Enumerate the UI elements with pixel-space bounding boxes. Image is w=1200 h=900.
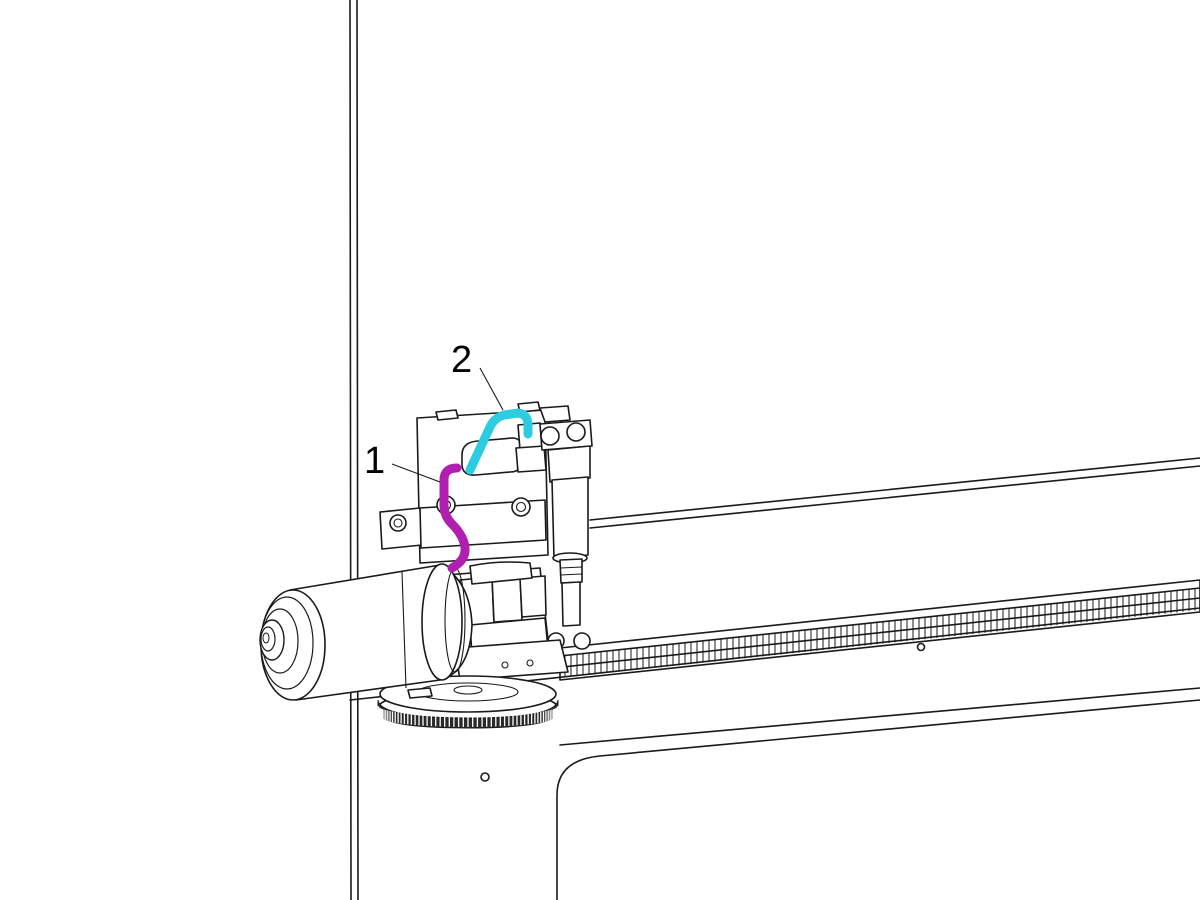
door-frame [349, 0, 359, 900]
hose-2 [465, 408, 533, 475]
pinion-gear [377, 675, 559, 729]
gearbox [444, 561, 569, 681]
callout-label-1: 1 [364, 440, 385, 482]
mounting-hole [480, 772, 490, 782]
callout-label-2: 2 [451, 339, 472, 381]
door-panel [480, 457, 1200, 900]
hose-1 [439, 463, 470, 573]
leader-line-2 [479, 367, 504, 411]
motor [259, 563, 473, 701]
leader-line-1 [391, 463, 441, 483]
mounting-hole [916, 642, 926, 652]
pneumatic-cylinder [515, 419, 593, 650]
